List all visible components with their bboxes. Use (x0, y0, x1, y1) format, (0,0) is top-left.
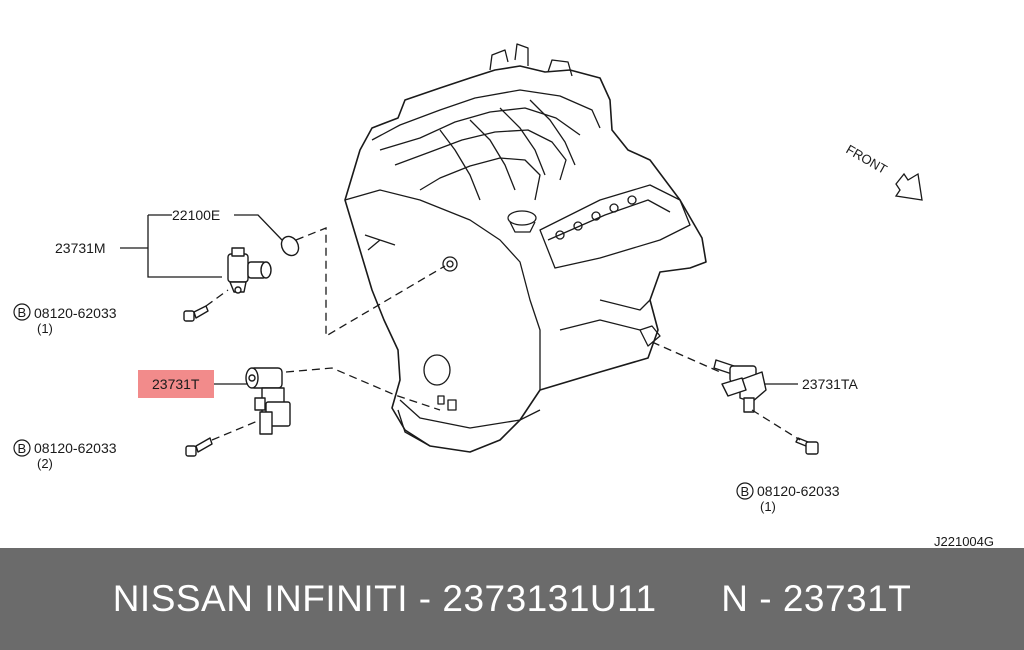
bolt-lower-part (185, 437, 213, 457)
bolt-symbol-text: B (741, 484, 750, 499)
label-bolt-right-qty: (1) (760, 499, 776, 514)
drawing-code: J221004G (934, 534, 994, 548)
bolt-symbol-icon (13, 303, 31, 321)
footer-banner: NISSAN INFINITI - 2373131U11 N - 23731T (0, 548, 1024, 650)
gasket-part (280, 235, 300, 257)
front-label: FRONT (844, 142, 890, 177)
label-22100e: 22100E (172, 207, 220, 223)
label-23731ta: 23731TA (802, 376, 858, 392)
label-bolt-right: 08120-62033 (757, 483, 840, 499)
label-23731t: 23731T (152, 376, 200, 392)
bolt-symbol-icon (736, 482, 754, 500)
label-23731m: 23731M (55, 240, 106, 256)
bolt-symbol-text: B (18, 305, 27, 320)
label-bolt-lower: 08120-62033 (34, 440, 117, 456)
sensor-23731t-part (245, 367, 291, 435)
highlight-box (138, 370, 214, 398)
bolt-right-part (795, 437, 819, 455)
parts-diagram: FRONT 22100E 23731M B 08120-62033 (1) 23… (13, 43, 994, 548)
front-arrow-icon (894, 172, 923, 201)
label-bolt-lower-qty: (2) (37, 456, 53, 471)
label-bolt-upper: 08120-62033 (34, 305, 117, 321)
engine-illustration (344, 43, 707, 453)
footer-part-number-text: NISSAN INFINITI - 2373131U11 N - 23731T (112, 578, 912, 619)
label-bolt-upper-qty: (1) (37, 321, 53, 336)
bolt-upper-part (183, 305, 209, 322)
front-direction-indicator: FRONT (844, 142, 923, 201)
bolt-symbol-right: B (736, 482, 754, 500)
sensor-23731m-part (227, 247, 272, 294)
bolt-symbol-lower: B (13, 439, 31, 457)
leader-lines (120, 214, 801, 441)
bolt-symbol-text: B (18, 441, 27, 456)
sensor-23731ta-part (713, 359, 767, 413)
bolt-symbol-upper: B (13, 303, 31, 321)
bolt-symbol-icon (13, 439, 31, 457)
